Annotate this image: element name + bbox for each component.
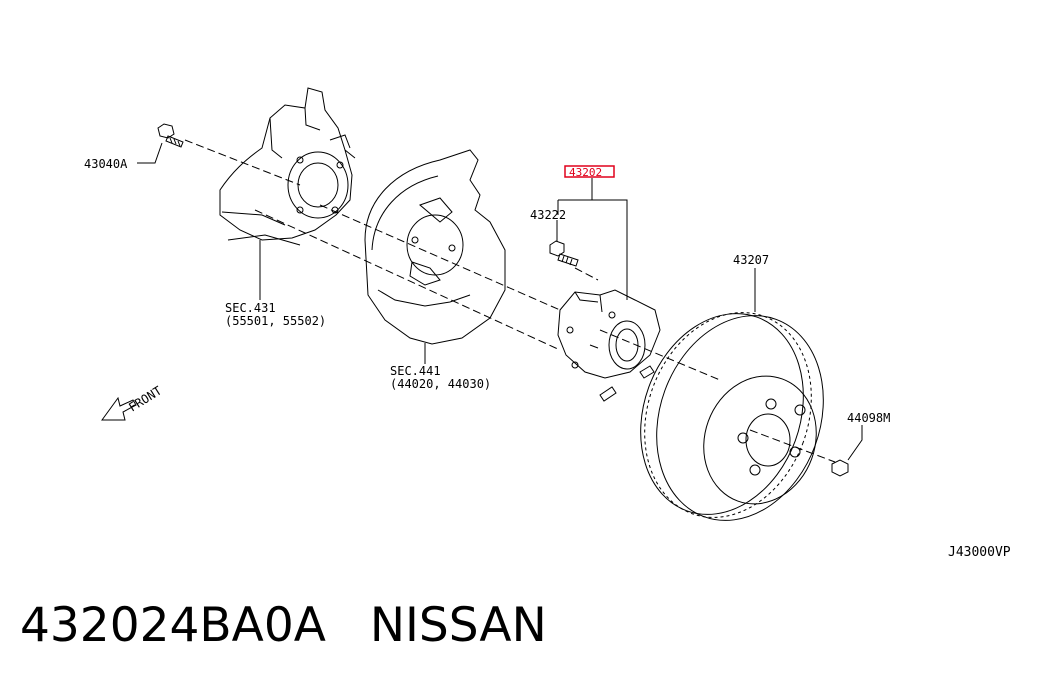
caption: 432024BA0A NISSAN	[20, 598, 591, 653]
front-arrow-icon	[101, 396, 137, 421]
label-knuckle-parts: (55501, 55502)	[225, 314, 326, 328]
label-rotor: 43207	[733, 253, 769, 267]
backing-plate	[364, 149, 506, 345]
label-hub-bolt: 43222	[530, 208, 566, 222]
label-diagram-code: J43000VP	[948, 545, 1011, 560]
label-backplate-parts: (44020, 44030)	[390, 377, 491, 391]
label-backplate-sec: SEC.441	[390, 364, 441, 378]
center-axis-lines	[184, 139, 836, 463]
hub-assembly	[557, 289, 661, 402]
label-bolt: 43040A	[84, 157, 128, 171]
hub-assembly-highlight	[564, 165, 615, 178]
caption-part-number: 432024BA0A	[20, 598, 326, 653]
steering-knuckle	[219, 87, 356, 246]
brake-rotor	[640, 312, 824, 521]
label-hub-assembly: 43202	[569, 166, 602, 179]
rotor-screw	[831, 459, 849, 477]
knuckle-bolt	[157, 123, 184, 148]
label-rotor-screw: 44098M	[847, 411, 890, 425]
label-knuckle-sec: SEC.431	[225, 301, 276, 315]
label-front: FRONT	[126, 384, 164, 415]
hub-bolt	[549, 240, 579, 267]
leader-lines	[137, 142, 863, 461]
caption-brand: NISSAN	[369, 598, 547, 653]
